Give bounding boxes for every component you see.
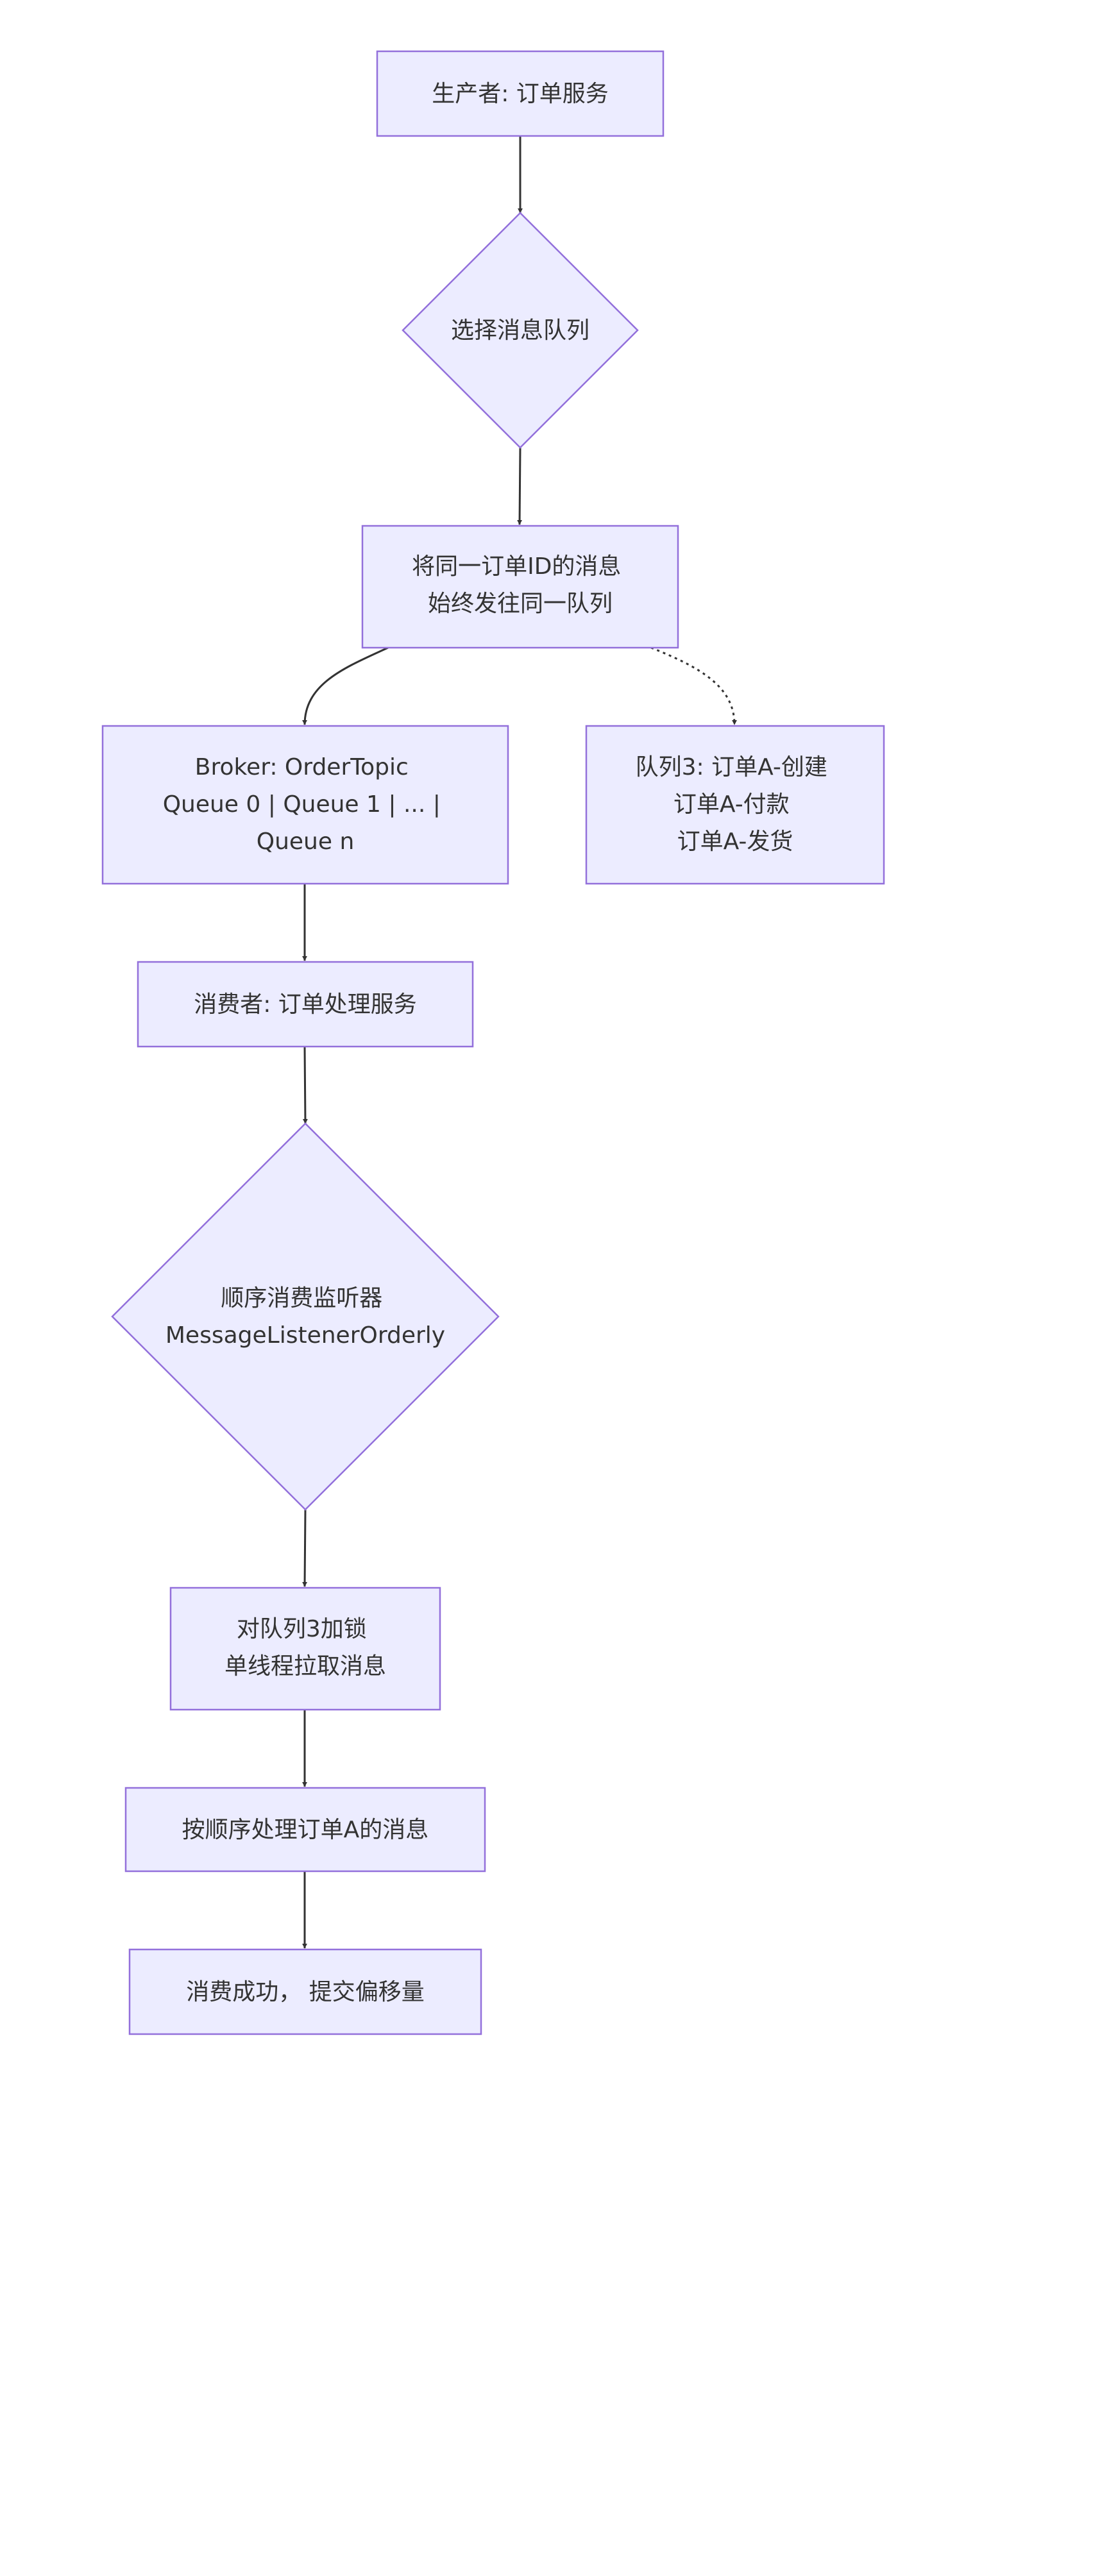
consumer-node: 消费者: 订单处理服务 (137, 961, 474, 1048)
same-order-rule-label-line-1: 将同一订单ID的消息 (412, 553, 621, 580)
orderly-listener-label-line-2: MessageListenerOrderly (165, 1322, 445, 1349)
select-queue-label-line: 选择消息队列 (451, 317, 589, 344)
lock-queue-label-line-1: 对队列3加锁 (237, 1616, 367, 1642)
select-queue-node: 选择消息队列 (402, 212, 639, 449)
svg-text:对队列3加锁 单线程拉取消息: 对队列3加锁 单线程拉取消息 (225, 1616, 386, 1679)
queue3-label-line-2: 订单A-付款 (674, 791, 790, 818)
svg-text:消费成功， 提交偏移量: 消费成功， 提交偏移量 (186, 1979, 424, 2005)
edge-same-order-rule-to-broker (302, 646, 389, 725)
nodes: 生产者: 订单服务 选择消息队列 将同一订单ID的消息 始终发往同一队列 Bro… (101, 50, 885, 2035)
lock-queue-label-line-2: 单线程拉取消息 (225, 1653, 386, 1679)
queue3-node: 队列3: 订单A-创建 订单A-付款 订单A-发货 (585, 725, 885, 885)
edges (302, 136, 737, 1949)
svg-text:将同一订单ID的消息 始终发往同一队列: 将同一订单ID的消息 始终发往同一队列 (412, 553, 629, 617)
svg-text:按顺序处理订单A的消息: 按顺序处理订单A的消息 (182, 1817, 429, 1843)
svg-text:选择消息队列: 选择消息队列 (451, 317, 589, 344)
edge-same-order-rule-to-queue3 (650, 646, 737, 725)
producer-label-line: 生产者: 订单服务 (432, 81, 609, 107)
broker-node: Broker: OrderTopic Queue 0 | Queue 1 | .… (101, 725, 509, 885)
consumer-label-line: 消费者: 订单处理服务 (194, 991, 417, 1018)
svg-text:生产者: 订单服务: 生产者: 订单服务 (432, 81, 609, 107)
process-in-order-label-line: 按顺序处理订单A的消息 (182, 1817, 429, 1843)
commit-offset-label-line: 消费成功， 提交偏移量 (186, 1979, 424, 2005)
producer-node: 生产者: 订单服务 (376, 50, 665, 137)
same-order-rule-node: 将同一订单ID的消息 始终发往同一队列 (361, 525, 679, 649)
same-order-rule-label-line-2: 始终发往同一队列 (428, 591, 613, 617)
broker-label-line-1: Broker: OrderTopic (195, 754, 409, 780)
broker-label-line-3: Queue n (257, 829, 355, 855)
svg-text:顺序消费监听器 MessageListene: 顺序消费监听器 MessageListenerOrderly (165, 1285, 445, 1349)
lock-queue-node: 对队列3加锁 单线程拉取消息 (169, 1587, 441, 1711)
broker-label-line-2: Queue 0 | Queue 1 | ... | (163, 791, 441, 818)
orderly-listener-node: 顺序消费监听器 MessageListenerOrderly (111, 1122, 500, 1511)
svg-text:消费者: 订单处理服务: 消费者: 订单处理服务 (194, 991, 417, 1018)
queue3-label-line-3: 订单A-发货 (677, 829, 793, 855)
commit-offset-node: 消费成功， 提交偏移量 (128, 1948, 482, 2035)
svg-text:队列3: 订单A-创建 订单A-付款: 队列3: 订单A-创建 订单A-付款 订单A-发货 (636, 754, 835, 855)
process-in-order-node: 按顺序处理订单A的消息 (124, 1787, 486, 1873)
svg-text:Broker: OrderTopic Que: Broker: OrderTopic Queue 0 | Queue 1 | .… (163, 754, 448, 855)
queue3-label-line-1: 队列3: 订单A-创建 (636, 754, 827, 780)
orderly-listener-label-line-1: 顺序消费监听器 (221, 1285, 382, 1311)
